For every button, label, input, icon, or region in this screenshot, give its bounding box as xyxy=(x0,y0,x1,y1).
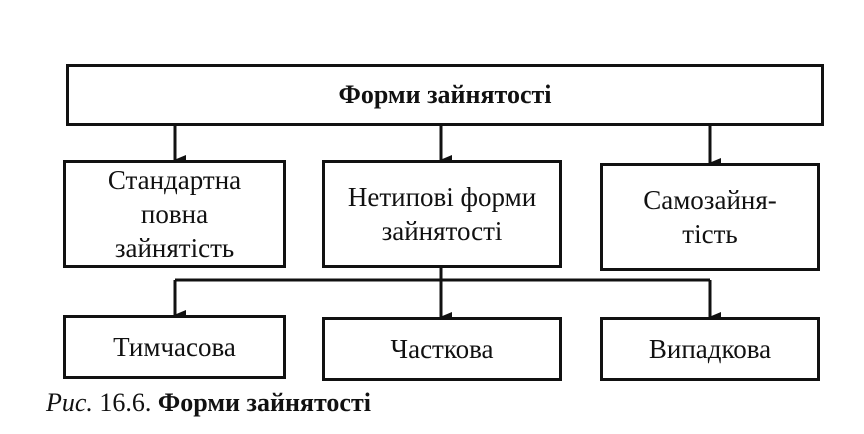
node-self-employment-label: Самозайня- тість xyxy=(643,185,777,249)
node-atypical-employment-label: Нетипові форми зайнятості xyxy=(347,182,537,246)
node-atypical-employment: Нетипові форми зайнятості xyxy=(322,160,562,268)
node-partial: Часткова xyxy=(322,317,562,381)
node-temporary-label: Тимчасова xyxy=(113,332,236,362)
node-temporary: Тимчасова xyxy=(63,315,286,379)
root-node: Форми зайнятості xyxy=(66,64,824,126)
caption-number: 16.6. xyxy=(99,388,152,417)
caption-title: Форми зайнятості xyxy=(157,388,371,417)
node-casual: Випадкова xyxy=(600,317,820,381)
node-standard-employment-label: Стандартна повна зайнятість xyxy=(107,165,242,263)
caption-prefix: Рис. xyxy=(46,388,93,417)
node-partial-label: Часткова xyxy=(390,334,494,364)
root-node-label: Форми зайнятості xyxy=(338,80,552,109)
node-casual-label: Випадкова xyxy=(648,334,772,364)
figure-caption: Рис. 16.6. Форми зайнятості xyxy=(46,388,371,418)
node-standard-employment: Стандартна повна зайнятість xyxy=(63,160,286,268)
node-self-employment: Самозайня- тість xyxy=(600,163,820,271)
